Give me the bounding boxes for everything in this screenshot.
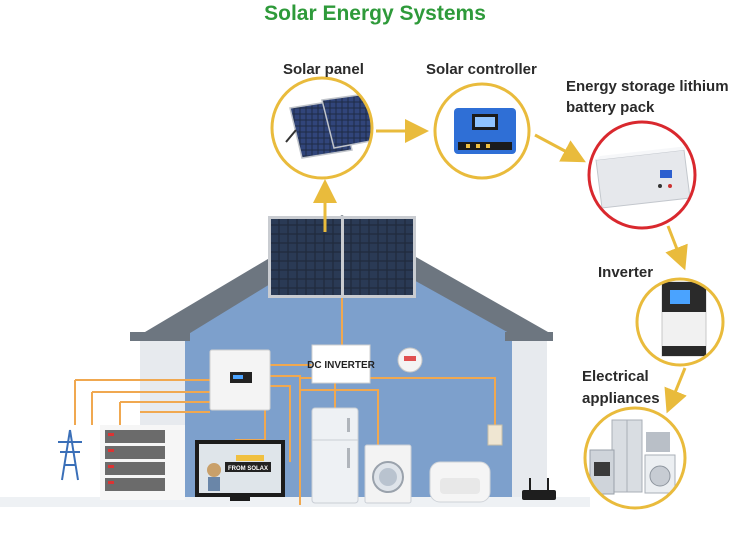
wall-lamp bbox=[487, 424, 503, 446]
label-solar-panel: Solar panel bbox=[283, 61, 364, 78]
roof-solar-panel bbox=[268, 216, 416, 298]
house-right-wall bbox=[512, 341, 547, 497]
label-appliances-line1: Electrical bbox=[582, 368, 649, 385]
washing-machine bbox=[364, 444, 412, 504]
inverter-circle bbox=[635, 277, 725, 367]
arrow-battery-to-inverter bbox=[665, 225, 688, 271]
ground-slab bbox=[0, 497, 590, 507]
hybrid-inverter-unit bbox=[209, 349, 271, 411]
label-solar-controller: Solar controller bbox=[426, 61, 537, 78]
label-appliances-line2: appliances bbox=[582, 390, 660, 407]
smart-meter bbox=[397, 347, 423, 373]
solar-controller-circle bbox=[433, 82, 531, 180]
label-battery-line1: Energy storage lithium bbox=[566, 78, 729, 95]
battery-pack-circle bbox=[587, 120, 697, 230]
refrigerator bbox=[311, 407, 359, 504]
dc-inverter-label: DC INVERTER bbox=[307, 360, 376, 371]
battery-rack bbox=[100, 425, 185, 500]
solar-panel-circle bbox=[270, 76, 374, 180]
arrow-inverter-to-appliances bbox=[664, 367, 687, 414]
grid-tower-icon bbox=[58, 429, 82, 481]
television: FROM SOLAX bbox=[195, 440, 285, 501]
label-battery-line2: battery pack bbox=[566, 99, 655, 116]
tv-screen-text: FROM SOLAX bbox=[228, 466, 268, 472]
label-inverter: Inverter bbox=[598, 264, 654, 281]
appliances-circle bbox=[583, 406, 687, 510]
arrow-controller-to-battery bbox=[534, 133, 586, 163]
diagram-title: Solar Energy Systems bbox=[264, 2, 486, 25]
wifi-router bbox=[522, 478, 556, 500]
armchair bbox=[429, 461, 491, 503]
flow-arrows bbox=[313, 119, 688, 414]
dc-inverter-box: DC INVERTER bbox=[307, 344, 376, 384]
